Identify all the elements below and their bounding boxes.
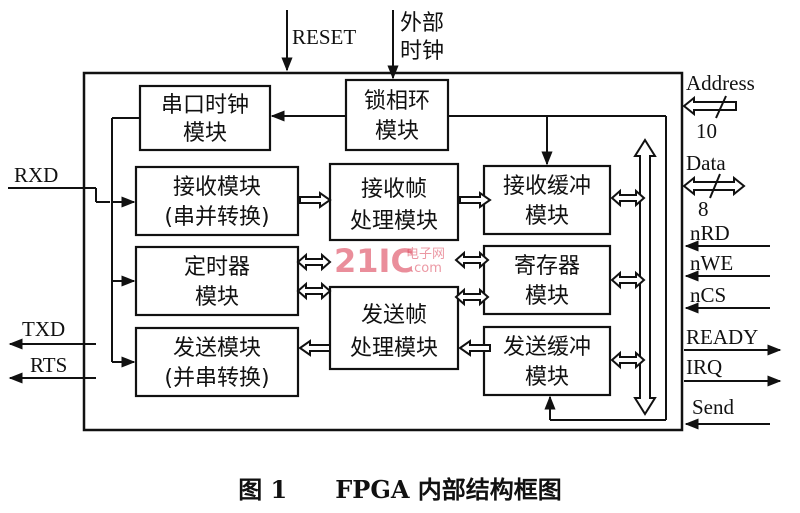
nrd-signal: nRD: [684, 221, 770, 252]
figure-caption: 图 1 FPGA 内部结构框图: [238, 475, 562, 504]
bus-timer-to-tx-frame: [297, 283, 331, 299]
block-rx-frame-line2: 处理模块: [350, 209, 438, 234]
nwe-signal: nWE: [684, 251, 770, 282]
ready-label: READY: [686, 325, 758, 349]
ncs-signal: nCS: [684, 283, 770, 314]
block-tx-frame-line2: 处理模块: [350, 336, 438, 361]
block-tx-buffer-line2: 模块: [525, 365, 569, 390]
block-tx-module-line1: 发送模块: [173, 336, 261, 361]
send-label: Send: [692, 395, 735, 419]
watermark-logo-text: 21IC: [334, 242, 414, 280]
block-rx-buffer-line2: 模块: [525, 204, 569, 229]
block-tx-module-line2: (并串转换): [164, 366, 269, 391]
bus-tx-buffer-to-bus: [611, 352, 645, 368]
block-rx-buffer: 接收缓冲 模块: [482, 164, 612, 236]
address-signal: Address 10: [682, 71, 755, 143]
reset-signal: RESET: [281, 10, 356, 72]
irq-label: IRQ: [686, 355, 722, 379]
block-timer-line2: 模块: [195, 285, 239, 310]
watermark-sub-text: 电子网: [406, 247, 445, 262]
block-register: 寄存器 模块: [482, 244, 612, 316]
fpga-outer-box: [82, 71, 684, 432]
block-rx-frame-line1: 接收帧: [361, 177, 427, 202]
block-pll: 锁相环 模块: [344, 78, 450, 152]
block-tx-buffer-line1: 发送缓冲: [503, 335, 591, 360]
send-signal: Send: [684, 395, 770, 430]
rts-label: RTS: [30, 353, 67, 377]
block-serial-clock: 串口时钟 模块: [138, 84, 272, 152]
nrd-label: nRD: [690, 221, 730, 245]
block-rx-module: 接收模块 (串并转换): [134, 165, 300, 237]
ext-clock-signal: 外部 时钟: [387, 10, 444, 80]
block-register-line2: 模块: [525, 284, 569, 309]
bus-tx-buffer-to-tx-frame: [459, 340, 491, 356]
block-timer-line1: 定时器: [184, 255, 250, 280]
block-rx-buffer-line1: 接收缓冲: [503, 174, 591, 199]
bus-register-to-bus: [611, 272, 645, 288]
ready-signal: READY: [684, 325, 782, 356]
block-rx-module-line2: (串并转换): [164, 205, 269, 230]
watermark-logo: 21IC 电子网 .com: [334, 242, 445, 280]
rxd-label: RXD: [14, 163, 58, 187]
block-tx-module: 发送模块 (并串转换): [134, 326, 300, 398]
block-pll-line2: 模块: [375, 119, 419, 144]
rxd-signal: RXD: [8, 163, 110, 203]
block-timer: 定时器 模块: [134, 245, 300, 317]
txd-signal: TXD: [8, 317, 96, 350]
bus-rx-frame-to-rx-buffer: [459, 192, 491, 208]
ext-clock-label-line2: 时钟: [400, 39, 444, 64]
watermark-sub2-text: .com: [410, 261, 442, 276]
nwe-label: nWE: [690, 251, 733, 275]
txd-label: TXD: [22, 317, 65, 341]
bus-rx-module-to-rx-frame: [299, 192, 331, 208]
address-label: Address: [686, 71, 755, 95]
address-width-label: 10: [696, 119, 717, 143]
block-pll-line1: 锁相环: [364, 89, 430, 114]
data-signal: Data 8: [682, 151, 746, 221]
data-width-label: 8: [698, 197, 709, 221]
block-serial-clock-line1: 串口时钟: [161, 93, 249, 118]
reset-label: RESET: [292, 25, 356, 49]
block-rx-module-line1: 接收模块: [173, 175, 261, 200]
block-tx-buffer: 发送缓冲 模块: [482, 325, 612, 397]
bus-rx-frame-to-register: [455, 252, 489, 268]
internal-bus-arrow: [633, 138, 657, 416]
block-tx-frame-line1: 发送帧: [361, 303, 427, 328]
bus-rx-buffer-to-bus: [611, 190, 645, 206]
block-serial-clock-line2: 模块: [183, 121, 227, 146]
block-tx-frame: 发送帧 处理模块: [328, 285, 460, 371]
data-label: Data: [686, 151, 726, 175]
ncs-label: nCS: [690, 283, 726, 307]
bus-timer-to-rx-frame: [297, 254, 331, 270]
irq-signal: IRQ: [684, 355, 782, 387]
bus-tx-frame-to-register: [455, 289, 489, 305]
bus-tx-frame-to-tx-module: [299, 340, 331, 356]
block-rx-frame: 接收帧 处理模块: [328, 162, 460, 242]
block-register-line1: 寄存器: [514, 254, 580, 279]
rts-signal: RTS: [8, 353, 96, 384]
ext-clock-label-line1: 外部: [400, 11, 444, 36]
